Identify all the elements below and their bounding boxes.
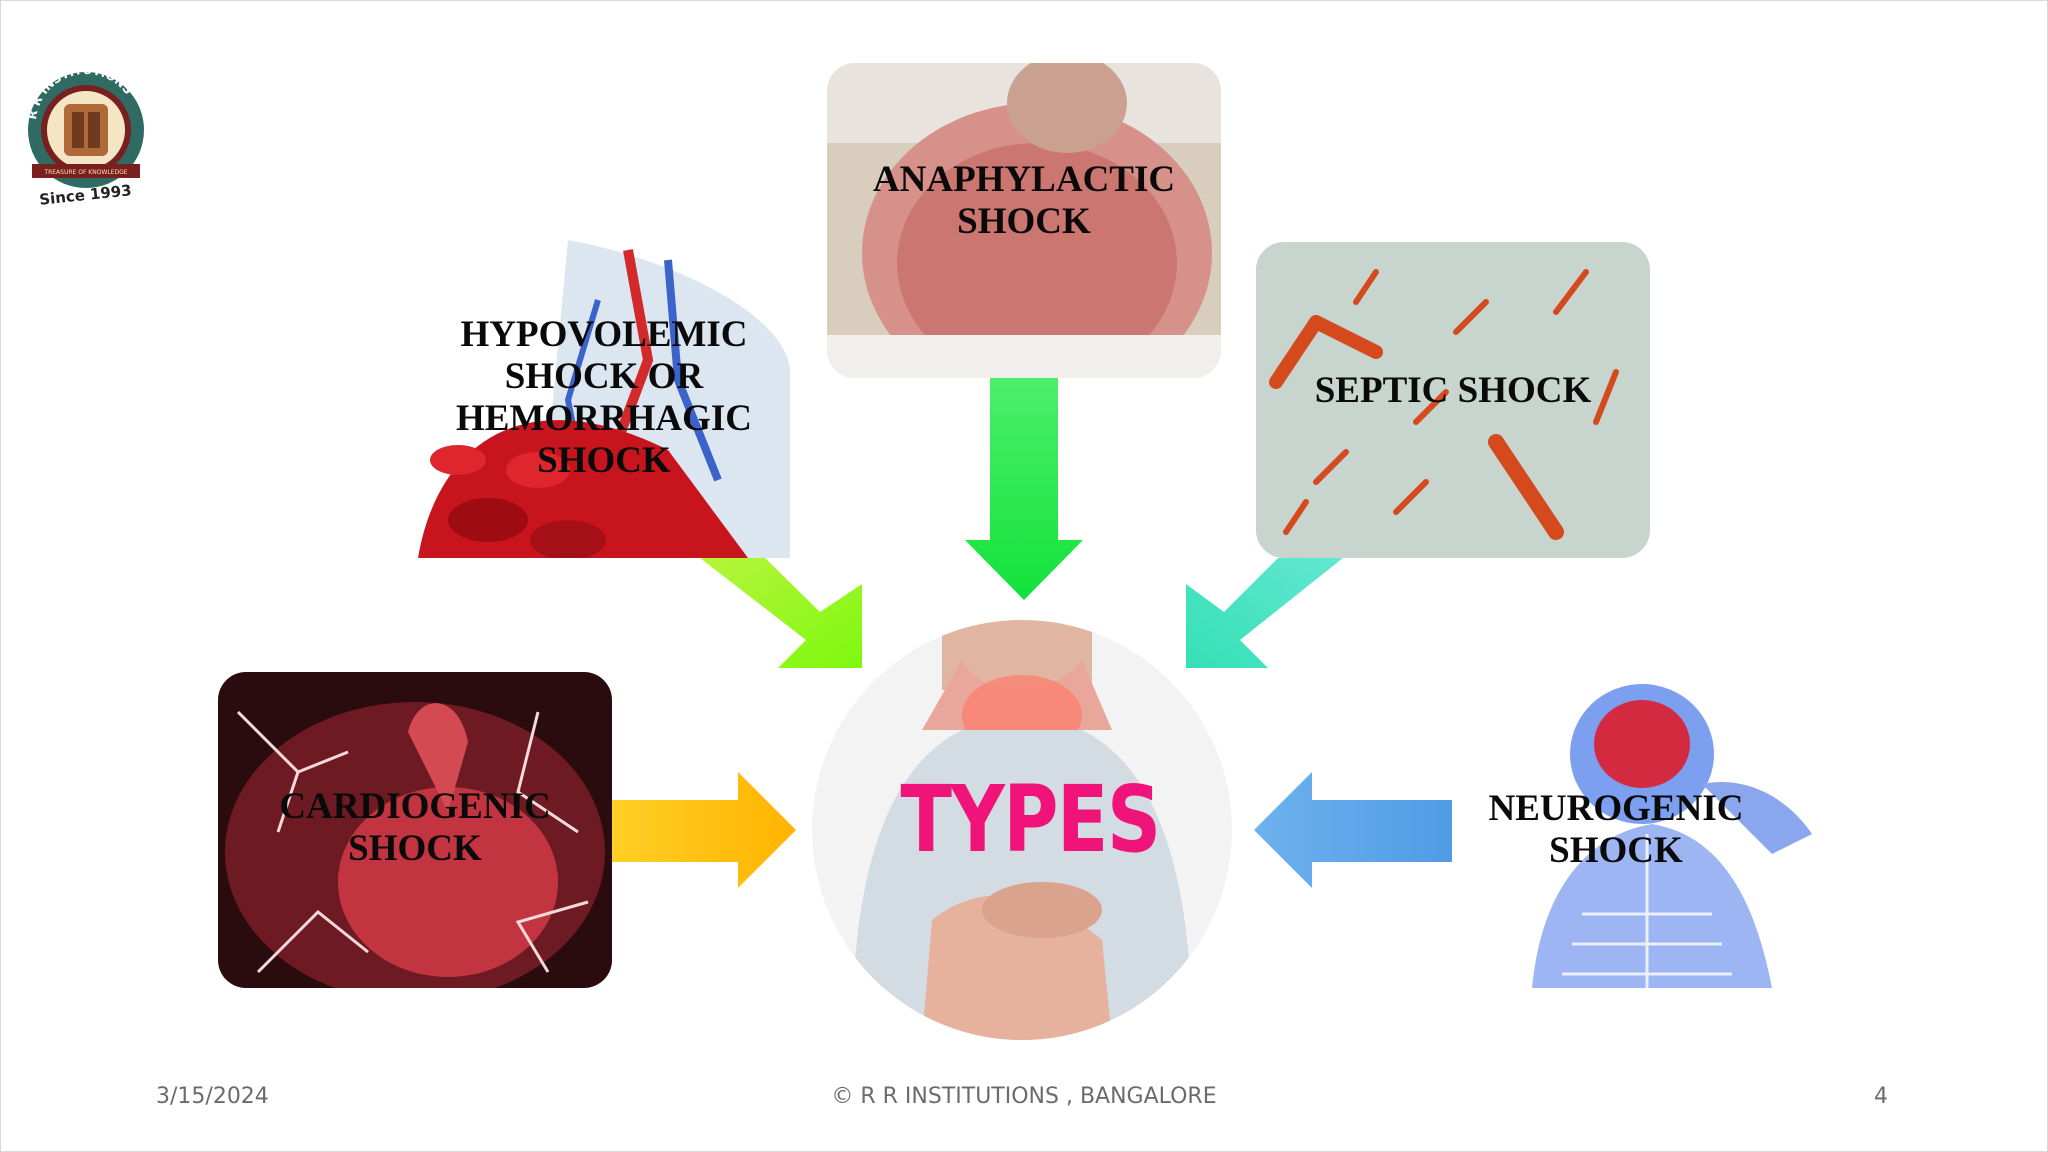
- anaphylactic-shock-label: ANAPHYLACTIC SHOCK: [872, 159, 1176, 242]
- footer-page-number: 4: [1874, 1084, 1888, 1109]
- hypovolemic-shock-image: HYPOVOLEMIC SHOCK OR HEMORRHAGIC SHOCK: [418, 240, 790, 558]
- arrow-cardiogenic: [612, 772, 796, 888]
- cardiogenic-shock-label: CARDIOGENIC SHOCK: [279, 786, 551, 869]
- neurogenic-shock-image: NEUROGENIC SHOCK: [1452, 684, 1820, 988]
- logo-motto: TREASURE OF KNOWLEDGE: [43, 169, 127, 176]
- neurogenic-shock-label: NEUROGENIC SHOCK: [1488, 788, 1744, 871]
- center-image: [812, 620, 1232, 1040]
- footer-copyright: © R R INSTITUTIONS , BANGALORE: [831, 1084, 1217, 1109]
- types-title: TYPES: [900, 766, 1161, 873]
- hypovolemic-shock-label: HYPOVOLEMIC SHOCK OR HEMORRHAGIC SHOCK: [456, 314, 752, 481]
- septic-shock-label: SEPTIC SHOCK: [1314, 370, 1592, 411]
- arrow-anaphylactic: [965, 378, 1083, 600]
- cardiogenic-shock-image: CARDIOGENIC SHOCK: [218, 672, 612, 988]
- institution-logo: R R INSTITUTIONS TREASURE OF KNOWLEDGE S…: [14, 52, 154, 212]
- anaphylactic-shock-image: ANAPHYLACTIC SHOCK: [827, 63, 1221, 378]
- arrow-hypovolemic: [700, 558, 862, 668]
- footer-date: 3/15/2024: [156, 1084, 269, 1109]
- arrow-septic: [1186, 558, 1343, 668]
- septic-shock-image: SEPTIC SHOCK: [1256, 242, 1650, 558]
